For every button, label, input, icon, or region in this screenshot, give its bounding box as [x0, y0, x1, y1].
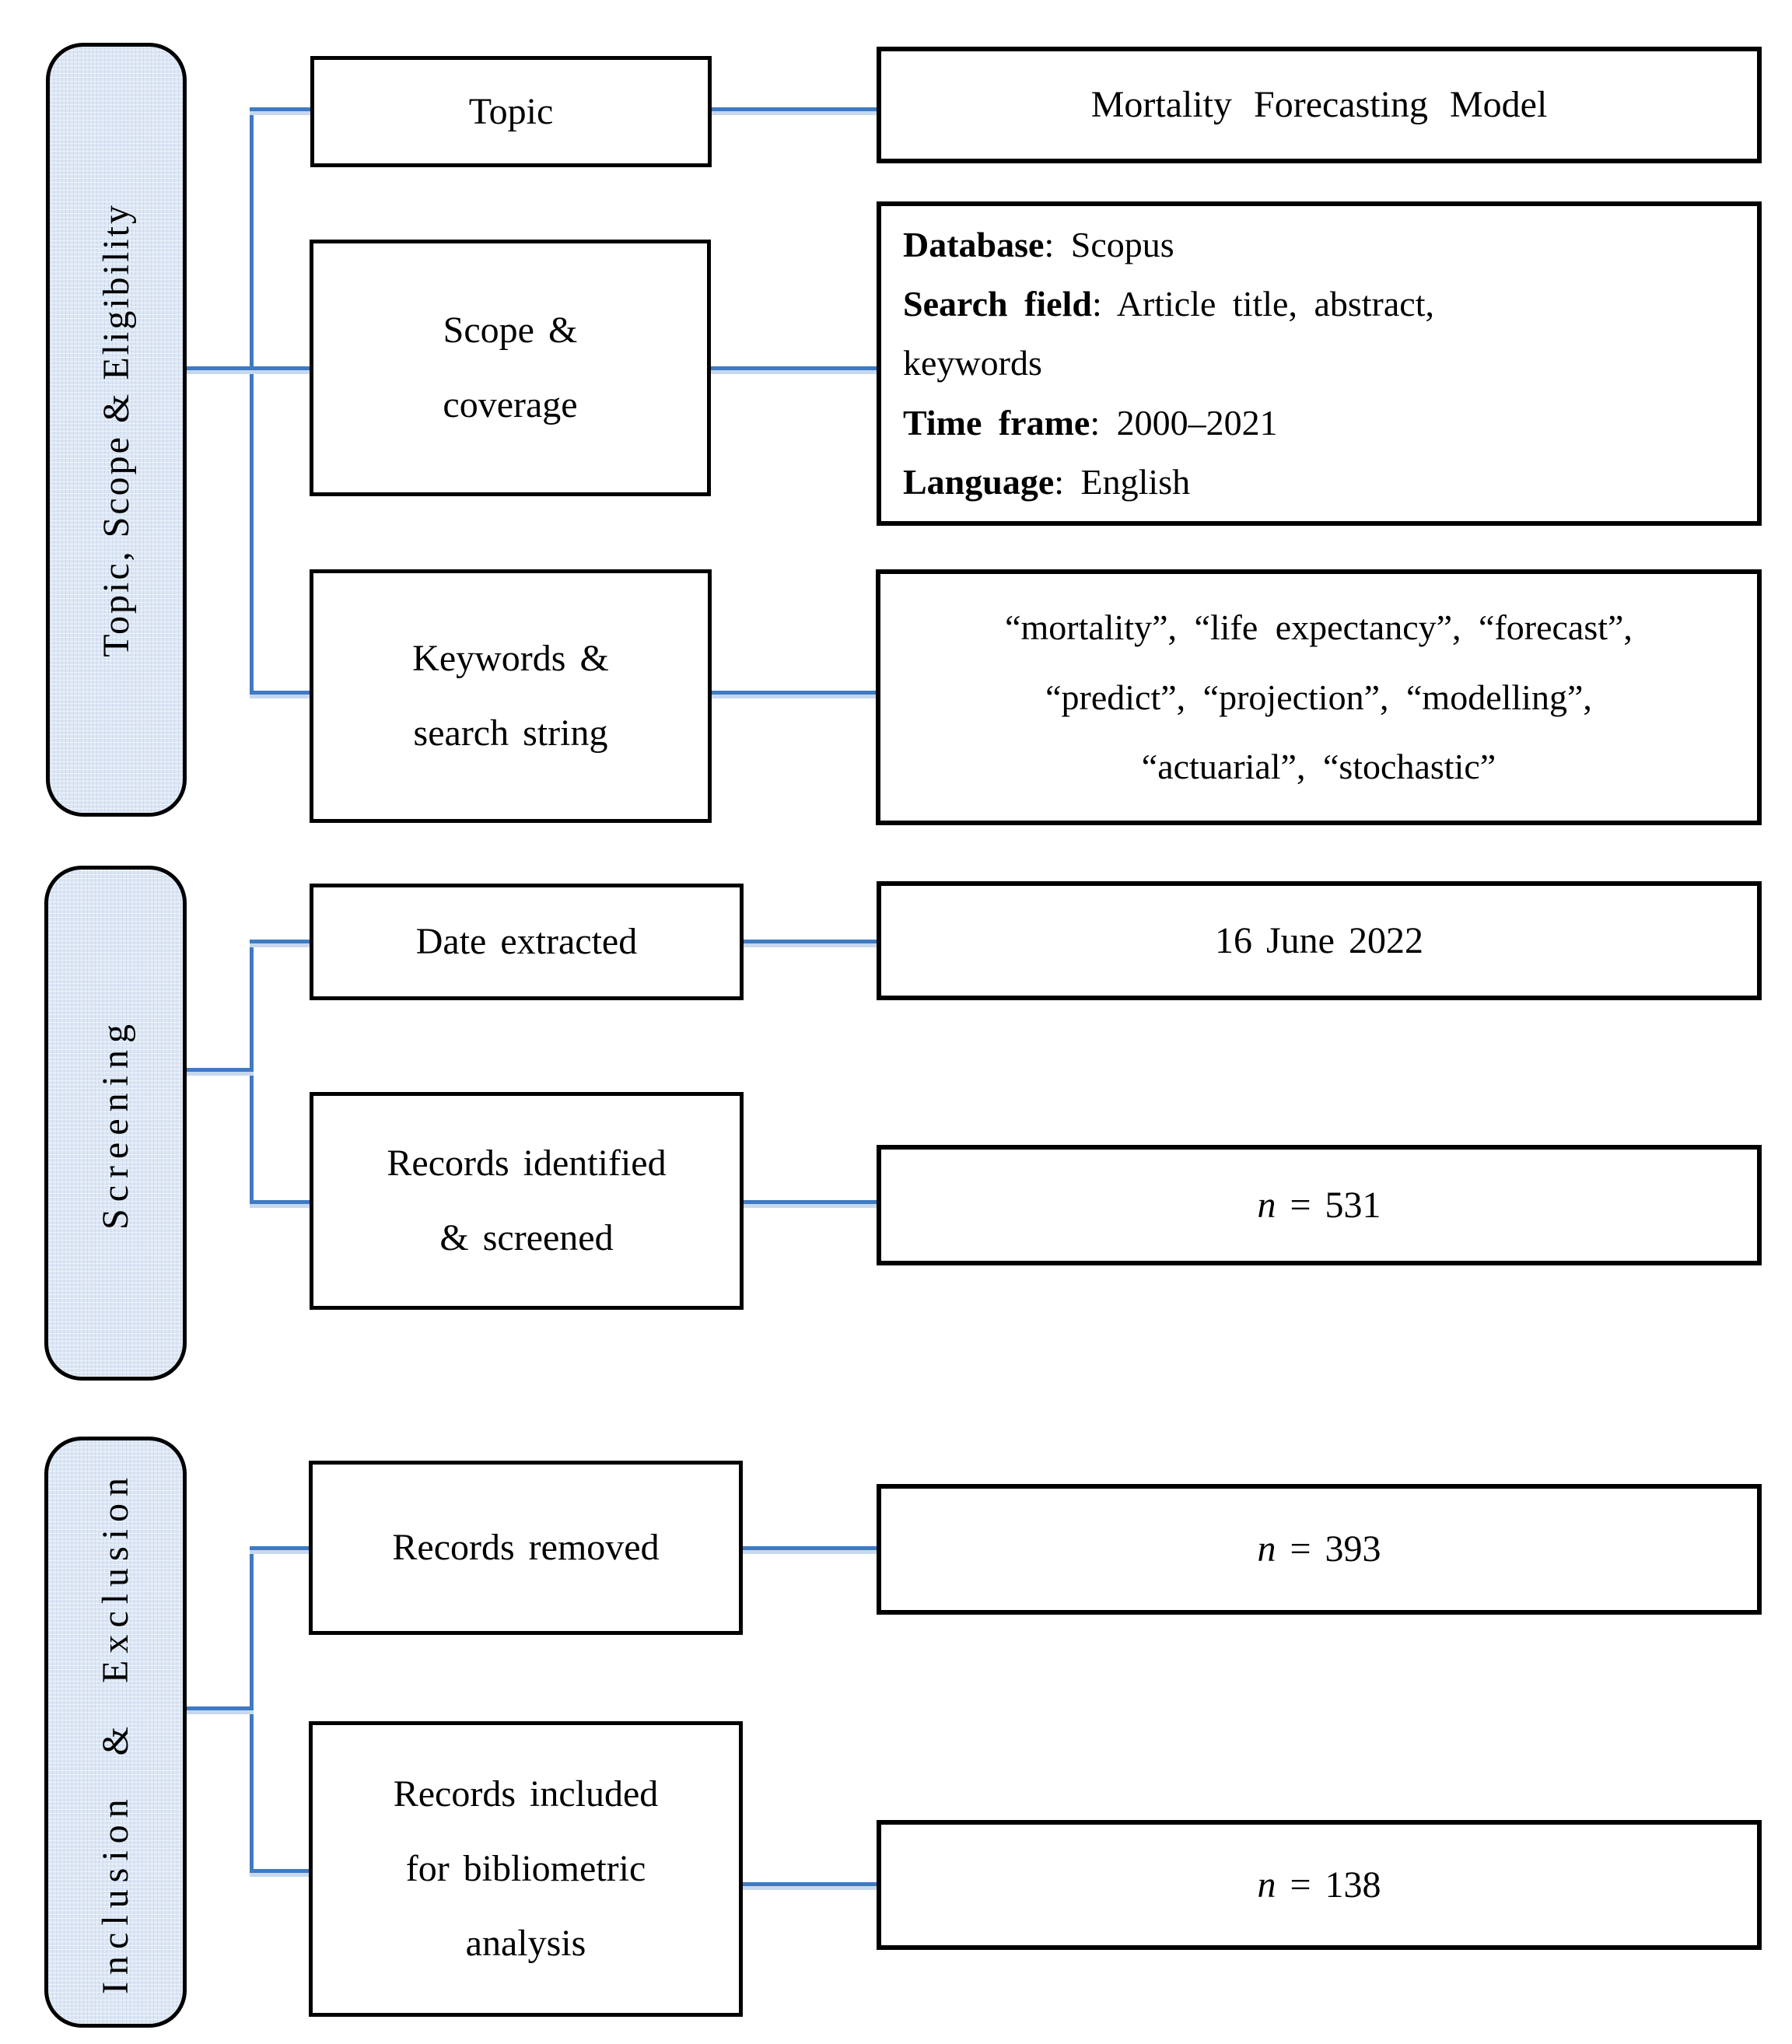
connector-stub-records-included: [250, 1869, 312, 1873]
detail-text: Mortality Forecasting Model: [1090, 84, 1548, 125]
count-value: n = 393: [1257, 1512, 1381, 1587]
detail-field-search-field-wrap: keywords: [903, 334, 1042, 393]
count-variable: n: [1257, 1184, 1276, 1226]
step-box-date-extracted: Date extracted: [310, 884, 744, 1000]
stage-pill-screening: Screening: [44, 866, 187, 1381]
stage-label: Inclusion & Exclusion: [95, 1470, 136, 1994]
field-value: : 2000–2021: [1090, 402, 1278, 443]
connector-stub-sidebar-2: [187, 1068, 254, 1072]
count-value: n = 531: [1257, 1168, 1381, 1243]
connector-stub-sidebar-1: [187, 366, 313, 370]
step-box-records-included: Records included for bibliometric analys…: [309, 1721, 743, 2017]
stage-label: Screening: [95, 1017, 136, 1230]
detail-box-mortality-forecasting-model: Mortality Forecasting Model: [877, 47, 1762, 163]
field-value: keywords: [903, 343, 1042, 383]
connector-records-to-n531: [740, 1200, 880, 1204]
field-label: Language: [903, 462, 1055, 502]
detail-field-language: Language: English: [903, 453, 1190, 512]
detail-box-keyword-list: “mortality”, “life expectancy”, “forecas…: [876, 569, 1762, 825]
detail-field-search-field: Search field: Article title, abstract,: [903, 275, 1434, 334]
step-label-line: for bibliometric: [405, 1848, 646, 1889]
connector-scope-to-detail: [707, 366, 880, 370]
count-variable: n: [1257, 1528, 1276, 1570]
field-label: Search field: [903, 283, 1092, 324]
stage-label: Topic, Scope & Eligibility: [96, 202, 137, 657]
step-box-topic: Topic: [310, 56, 712, 167]
detail-box-n-138: n = 138: [877, 1820, 1762, 1950]
keyword-list-line: “actuarial”, “stochastic”: [1141, 747, 1496, 787]
count-number: = 531: [1276, 1184, 1381, 1226]
stage-pill-inclusion-exclusion: Inclusion & Exclusion: [44, 1437, 187, 2028]
field-value: : English: [1054, 462, 1191, 502]
detail-text: 16 June 2022: [1215, 919, 1423, 961]
detail-box-scope-details: Database: Scopus Search field: Article t…: [877, 201, 1762, 526]
detail-box-n-531: n = 531: [877, 1145, 1762, 1265]
detail-box-date-value: 16 June 2022: [877, 881, 1762, 1000]
connector-stub-keywords: [250, 691, 313, 695]
connector-topic-to-detail: [708, 107, 880, 111]
step-label: Date extracted: [415, 921, 638, 962]
keyword-list-line: “predict”, “projection”, “modelling”,: [1045, 677, 1592, 717]
field-label: Time frame: [903, 402, 1090, 443]
connector-bracket-vertical-2: [250, 940, 254, 1204]
step-label-line: Keywords &: [412, 638, 609, 679]
step-box-scope-coverage: Scope & coverage: [310, 240, 711, 496]
connector-keywords-to-detail: [708, 691, 879, 695]
detail-field-time-frame: Time frame: 2000–2021: [903, 394, 1278, 453]
connector-stub-records-removed: [250, 1546, 312, 1550]
step-label-line: Records included: [393, 1773, 659, 1815]
step-label-line: & screened: [439, 1217, 614, 1258]
connector-stub-records-identified: [250, 1200, 313, 1204]
count-value: n = 138: [1257, 1848, 1381, 1923]
count-number: = 393: [1276, 1528, 1381, 1570]
connector-included-to-n138: [739, 1882, 880, 1886]
field-value: : Article title, abstract,: [1091, 283, 1434, 324]
step-label-line: coverage: [443, 384, 578, 425]
step-label: Records removed: [392, 1527, 660, 1568]
step-box-records-identified-screened: Records identified & screened: [310, 1092, 744, 1310]
step-label-line: Records identified: [387, 1143, 667, 1184]
count-number: = 138: [1276, 1864, 1381, 1906]
connector-stub-sidebar-3: [187, 1706, 254, 1710]
step-box-keywords-search-string: Keywords & search string: [310, 569, 712, 823]
connector-removed-to-n393: [739, 1546, 880, 1550]
field-label: Database: [903, 224, 1045, 264]
connector-stub-topic: [250, 107, 313, 111]
step-label: Topic: [468, 90, 554, 132]
detail-box-n-393: n = 393: [877, 1484, 1762, 1615]
field-value: : Scopus: [1044, 224, 1174, 264]
connector-bracket-vertical-1: [250, 107, 254, 696]
step-label-line: analysis: [465, 1923, 586, 1964]
step-label-line: search string: [413, 712, 608, 754]
stage-pill-topic-scope-eligibility: Topic, Scope & Eligibility: [46, 43, 187, 817]
detail-field-database: Database: Scopus: [903, 215, 1174, 275]
count-variable: n: [1257, 1864, 1276, 1906]
connector-date-to-value: [740, 940, 880, 943]
step-label-line: Scope &: [443, 310, 578, 351]
connector-stub-date-extracted: [250, 940, 313, 943]
step-box-records-removed: Records removed: [309, 1461, 743, 1635]
keyword-list-line: “mortality”, “life expectancy”, “forecas…: [1005, 607, 1633, 647]
